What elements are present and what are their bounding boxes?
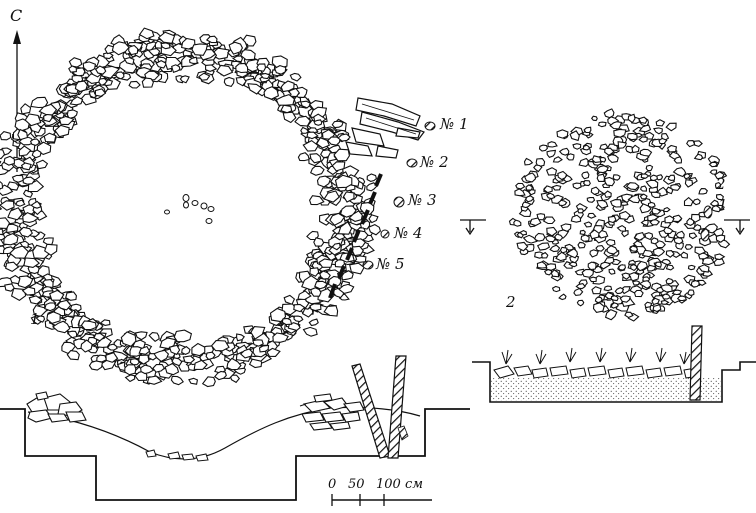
north-label: С <box>10 6 23 25</box>
plan2-post-2 <box>703 205 713 219</box>
scale-tick-100: 100 см <box>376 477 424 492</box>
plan2-section-markers <box>460 219 750 236</box>
post-hole-2 <box>406 158 418 168</box>
plan1-figure-number: 1 <box>30 310 40 328</box>
section2-profile <box>472 325 756 403</box>
plan2-post-1 <box>700 228 710 242</box>
post-label-2: № 2 <box>420 153 449 171</box>
north-arrow <box>13 30 21 172</box>
scale-bar <box>331 494 432 506</box>
plan2-figure-number: 2 <box>506 293 516 311</box>
post-hole-4 <box>380 229 390 239</box>
post-label-1: № 1 <box>440 115 469 133</box>
plan1-post-holes <box>362 121 436 270</box>
plan2-posts <box>700 205 713 242</box>
plan2-marker-1: 1 <box>718 196 728 214</box>
scale-tick-50: 50 <box>348 477 365 492</box>
plan2-stone-cluster <box>508 108 731 322</box>
plan1-stone-ring <box>0 27 382 388</box>
post-label-3: № 3 <box>408 191 437 209</box>
post-hole-3 <box>393 196 405 208</box>
post-label-5: № 5 <box>376 255 405 273</box>
section1-profile <box>0 355 470 501</box>
plan1-center-stones <box>164 194 215 224</box>
plan2-marker-2: 2 <box>716 175 726 193</box>
scale-tick-0: 0 <box>328 477 337 492</box>
post-hole-5 <box>362 260 374 270</box>
plan1-slabs <box>345 97 425 159</box>
post-label-4: № 4 <box>394 224 423 242</box>
post-hole-1 <box>424 121 436 131</box>
plan1-fence-dashes <box>328 173 383 299</box>
